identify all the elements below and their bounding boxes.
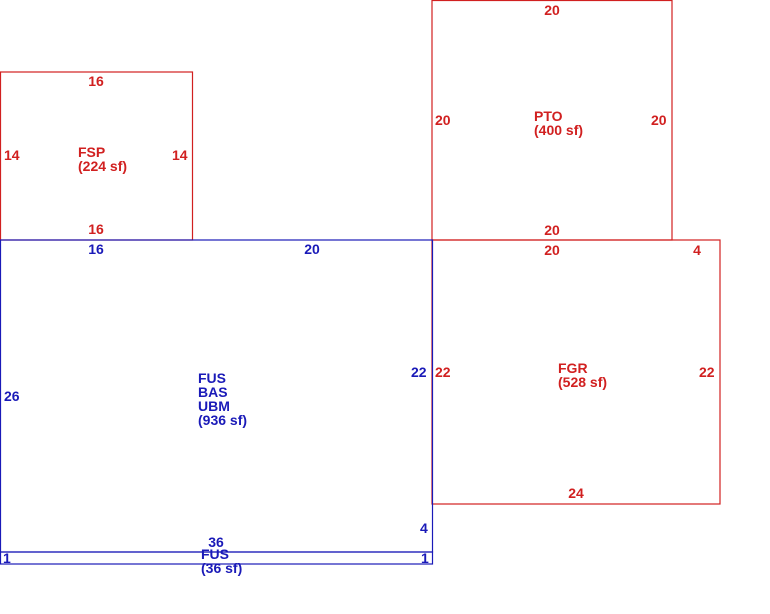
fsp-area-label: (224 sf) (78, 158, 127, 174)
pto-top-dimension: 20 (544, 2, 560, 18)
fsp-code-label: FSP (78, 144, 105, 160)
strip-area-label: (36 sf) (201, 560, 242, 576)
fsp-bottom-dimension: 16 (88, 221, 104, 237)
main-area-label: (936 sf) (198, 412, 247, 428)
fgr-code-label: FGR (558, 360, 588, 376)
fgr-top-dimension: 20 (544, 242, 560, 258)
fsp-top-dimension: 16 (88, 73, 104, 89)
fsp-area: 16 16 14 14 FSP (224 sf) (0, 71, 194, 241)
pto-right-dimension: 20 (651, 112, 667, 128)
strip-outline (0, 551, 434, 565)
main-code-bas: BAS (198, 384, 228, 400)
main-right-dimension: 22 (411, 364, 427, 380)
main-code-fus: FUS (198, 370, 226, 386)
strip-area: 1 1 FUS (36 sf) (0, 546, 434, 576)
main-right-lower-dimension: 4 (420, 520, 428, 536)
strip-left-dimension: 1 (3, 550, 11, 566)
fgr-left-dimension: 22 (435, 364, 451, 380)
pto-area-label: (400 sf) (534, 122, 583, 138)
main-area: 16 20 26 22 4 36 FUS BAS UBM (936 sf) (0, 239, 434, 553)
fgr-area-label: (528 sf) (558, 374, 607, 390)
main-bottom-dimension: 36 (208, 534, 224, 550)
fgr-top-right-dimension: 4 (693, 242, 701, 258)
pto-bottom-dimension: 20 (544, 222, 560, 238)
fgr-bottom-dimension: 24 (568, 485, 584, 501)
main-top-left-dimension: 16 (88, 241, 104, 257)
fsp-left-dimension: 14 (4, 147, 20, 163)
main-top-right-dimension: 20 (304, 241, 320, 257)
pto-area: 20 20 20 20 PTO (400 sf) (431, 0, 673, 241)
strip-code-label: FUS (201, 546, 229, 562)
fgr-right-dimension: 22 (699, 364, 715, 380)
main-left-dimension: 26 (4, 388, 20, 404)
pto-code-label: PTO (534, 108, 563, 124)
main-code-ubm: UBM (198, 398, 230, 414)
fsp-right-dimension: 14 (172, 147, 188, 163)
strip-right-dimension: 1 (421, 550, 429, 566)
pto-left-dimension: 20 (435, 112, 451, 128)
fgr-area: 20 4 22 22 24 FGR (528 sf) (431, 239, 721, 505)
